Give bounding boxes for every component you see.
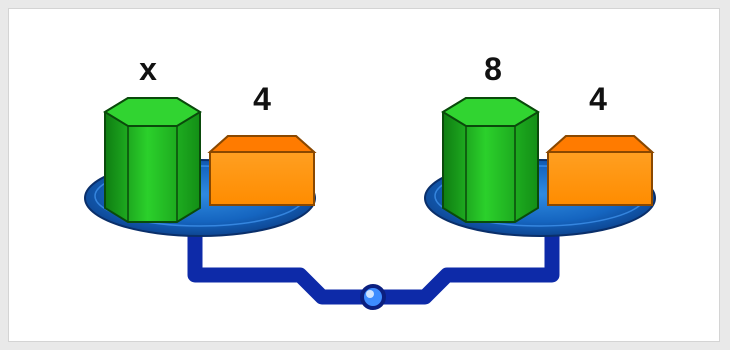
left-block — [207, 135, 317, 206]
left-cylinder — [103, 97, 202, 223]
left-pan: x 4 — [84, 51, 317, 237]
right-cylinder-label: 8 — [484, 51, 502, 87]
right-cylinder — [441, 97, 540, 223]
left-cylinder-label: x — [139, 51, 157, 87]
left-block-label: 4 — [253, 81, 271, 117]
right-pan: 8 4 — [424, 51, 656, 237]
pivot-knob — [360, 284, 386, 310]
right-block — [545, 135, 655, 206]
right-block-label: 4 — [589, 81, 607, 117]
